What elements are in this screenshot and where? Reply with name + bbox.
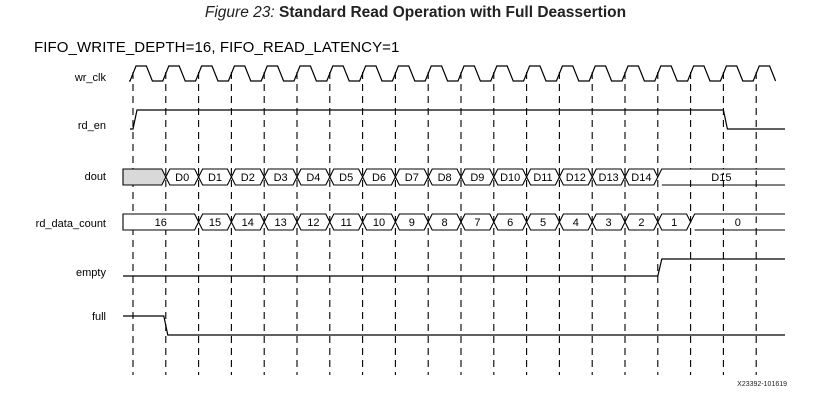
dout-segment-0 — [122, 168, 167, 186]
rd-data-count-value-9: 7 — [474, 217, 480, 229]
wr-clk-label: wr_clk — [74, 72, 107, 84]
dout-value-6: D5 — [339, 172, 353, 184]
dout-value-8: D7 — [405, 172, 419, 184]
full-label: full — [92, 311, 106, 323]
dout-value-2: D1 — [208, 172, 222, 184]
rd-data-count-value-6: 10 — [373, 217, 385, 229]
rd-data-count-value-16: 0 — [735, 217, 741, 229]
rd-data-count-value-13: 3 — [606, 217, 612, 229]
rd-data-count-value-5: 11 — [340, 217, 351, 229]
rd-data-count-segment-0 — [122, 213, 200, 231]
cycle-guides — [132, 72, 757, 375]
figure-number: Figure 23: — [204, 4, 275, 21]
rd-data-count-value-4: 12 — [307, 217, 319, 229]
dout-value-1: D0 — [175, 172, 189, 184]
full-wave — [123, 315, 785, 336]
dout-value-11: D10 — [500, 172, 520, 184]
rd-data-count-value-7: 9 — [409, 217, 415, 229]
empty-wave — [123, 258, 785, 277]
dout-value-12: D11 — [533, 172, 552, 184]
dout-label: dout — [85, 171, 106, 183]
rd-data-count-segment-16 — [690, 213, 785, 231]
rd-data-count-value-15: 1 — [671, 217, 677, 229]
dout-value-15: D14 — [631, 172, 651, 184]
signal-labels: wr_clk rd_en dout rd_data_count empty fu… — [36, 72, 107, 323]
rd-data-count-value-0: 16 — [155, 217, 167, 229]
rd-data-count-value-1: 15 — [209, 217, 221, 229]
dout-value-14: D13 — [599, 172, 619, 184]
rd-data-count-value-14: 2 — [638, 217, 644, 229]
parameter-text: FIFO_WRITE_DEPTH=16, FIFO_READ_LATENCY=1 — [34, 39, 400, 56]
rd-data-count-value-12: 4 — [573, 217, 579, 229]
dout-value-5: D4 — [306, 172, 320, 184]
rd-en-label: rd_en — [78, 120, 106, 132]
rd-data-count-value-2: 14 — [242, 217, 254, 229]
dout-segment-16 — [657, 168, 785, 186]
figure-title: Figure 23: Standard Read Operation with … — [0, 4, 831, 22]
rd-data-count-value-10: 6 — [507, 217, 513, 229]
dout-value-10: D9 — [470, 172, 484, 184]
rd-data-count-value-3: 13 — [274, 217, 286, 229]
dout-value-3: D2 — [241, 172, 255, 184]
wr-clk-wave — [129, 65, 777, 82]
dout-value-9: D8 — [438, 172, 452, 184]
rd-data-count-value-8: 8 — [442, 217, 448, 229]
rd-data-count-value-11: 5 — [540, 217, 546, 229]
rd-en-wave — [130, 109, 785, 130]
figure-id: X23392-101619 — [737, 381, 787, 388]
empty-label: empty — [76, 267, 106, 279]
rd-data-count-label: rd_data_count — [36, 218, 106, 230]
dout-value-13: D12 — [566, 172, 586, 184]
figure-caption: Standard Read Operation with Full Deasse… — [279, 4, 627, 21]
dout-value-4: D3 — [274, 172, 288, 184]
dout-value-16: D15 — [711, 172, 731, 184]
dout-value-7: D6 — [372, 172, 386, 184]
